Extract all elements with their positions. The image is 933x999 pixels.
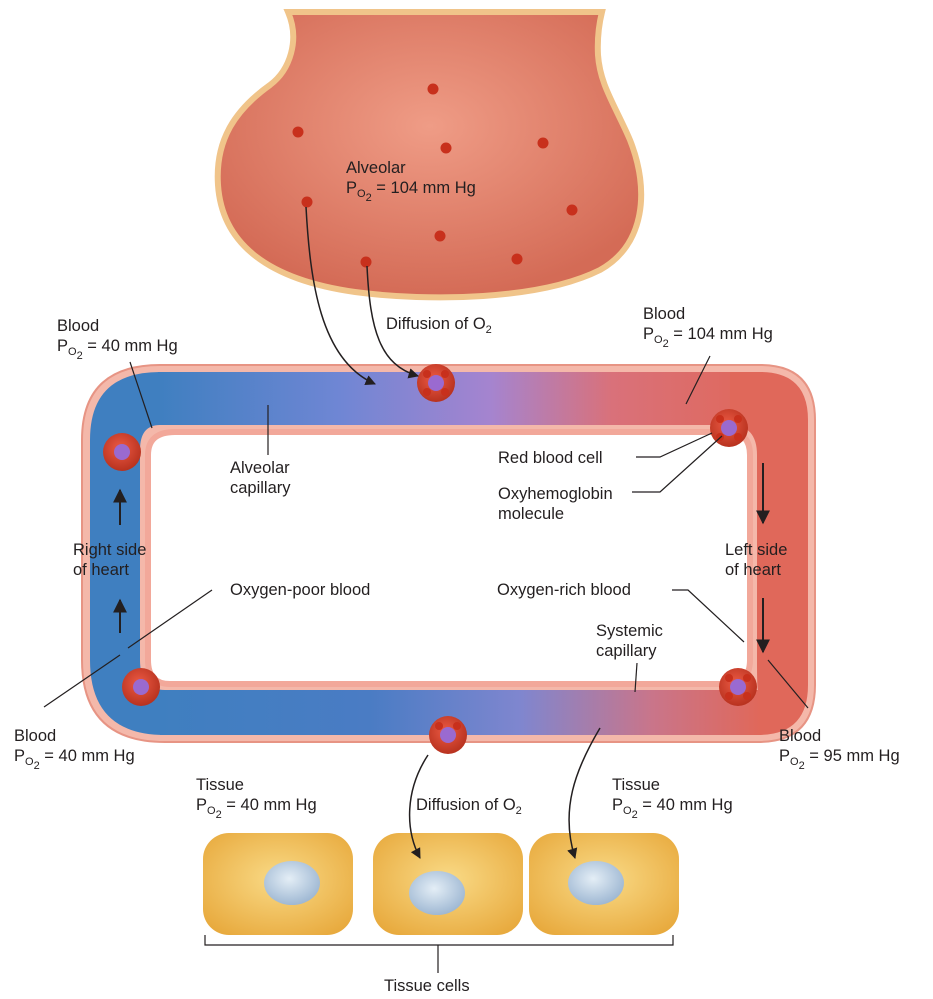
- alveolar-label: Alveolar PO2 = 104 mm Hg: [346, 158, 476, 198]
- red-blood-cell-label: Red blood cell: [498, 448, 603, 468]
- tissue-right-label: Tissue PO2 = 40 mm Hg: [612, 775, 733, 815]
- systemic-capillary-label: Systemic capillary: [596, 621, 663, 661]
- tissue-cell-right: [529, 833, 679, 935]
- left-side-heart-label: Left side of heart: [725, 540, 787, 580]
- oxyhemoglobin-label: Oxyhemoglobin molecule: [498, 484, 613, 524]
- red-blood-cell-left: [103, 433, 141, 471]
- alveolar-capillary-label: Alveolar capillary: [230, 458, 291, 498]
- red-blood-cell-bottom-right: [719, 668, 757, 706]
- oxygen-rich-blood-label: Oxygen-rich blood: [497, 580, 631, 600]
- tissue-left-label: Tissue PO2 = 40 mm Hg: [196, 775, 317, 815]
- blood-bottom-left-label: Blood PO2 = 40 mm Hg: [14, 726, 135, 766]
- red-blood-cell-bottom-left: [122, 668, 160, 706]
- blood-bottom-right-label: Blood PO2 = 95 mm Hg: [779, 726, 900, 766]
- oxygen-poor-blood-label: Oxygen-poor blood: [230, 580, 370, 600]
- blood-top-left-label: Blood PO2 = 40 mm Hg: [57, 316, 178, 356]
- tissue-cells-label: Tissue cells: [384, 976, 470, 996]
- red-blood-cell-bottom-middle: [429, 716, 467, 754]
- tissue-cell-left: [203, 833, 353, 935]
- blood-top-right-label: Blood PO2 = 104 mm Hg: [643, 304, 773, 344]
- tissue-cell-middle: [373, 833, 523, 935]
- diffusion-top-label: Diffusion of O2: [386, 314, 492, 334]
- diffusion-bottom-label: Diffusion of O2: [416, 795, 522, 815]
- red-blood-cell-top: [417, 364, 455, 402]
- alveolus: [218, 12, 641, 297]
- alveolar-capillary-vessel: [158, 372, 763, 425]
- right-side-heart-label: Right side of heart: [73, 540, 146, 580]
